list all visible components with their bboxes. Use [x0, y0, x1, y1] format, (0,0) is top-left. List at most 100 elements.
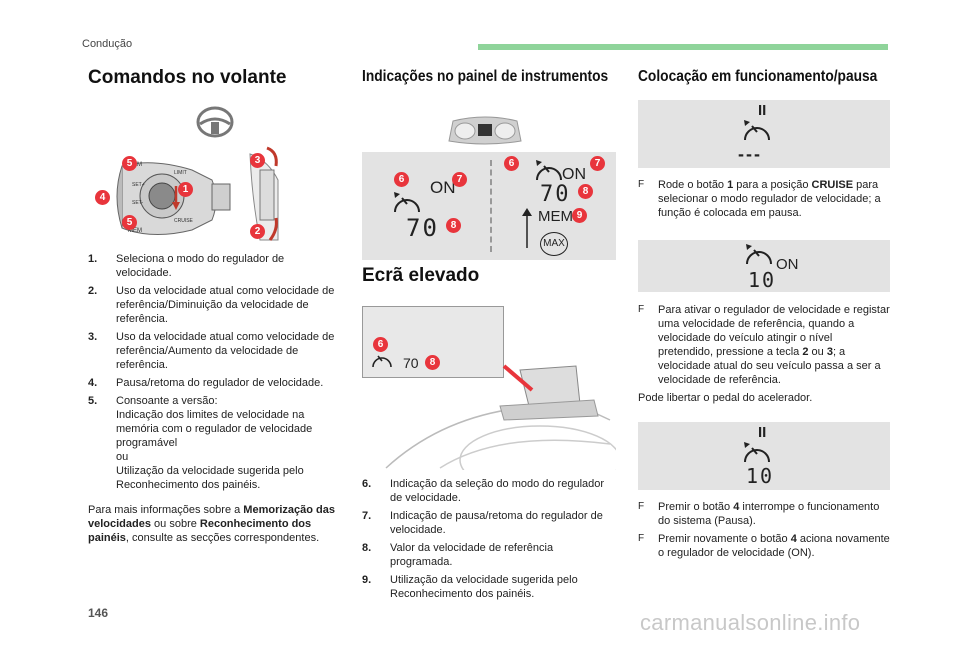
item-number: 6. [362, 478, 372, 490]
display-speed-right: 70 [540, 182, 571, 207]
display-mem: MEM [538, 208, 573, 225]
marker-5-top: 5 [122, 156, 137, 171]
list-item: 8.Valor da velocidade de referência prog… [362, 541, 612, 569]
bullet-text: para selecionar o modo regulador de velo… [658, 179, 881, 219]
bullet-mark: F [638, 533, 645, 544]
item-text: Indicação de pausa/retoma do regulador d… [390, 510, 603, 536]
bullet-bold: 1 [727, 179, 734, 191]
display-pause-symbol: II [758, 102, 767, 119]
bullet-text: Para ativar o regulador de velocidade e … [658, 304, 890, 358]
bullet-bold: 3 [826, 346, 833, 358]
bullet-mark: F [638, 501, 645, 512]
note-link-memorizacao: Memorização das velocidades [88, 504, 335, 530]
title-instrument-panel: Indicações no painel de instrumentos [362, 68, 609, 85]
display-pause-symbol: II [758, 424, 767, 441]
display-on: ON [776, 256, 799, 273]
marker-4: 4 [95, 190, 110, 205]
item-number: 9. [362, 574, 372, 586]
controls-list: 1.Seleciona o modo do regulador de veloc… [88, 252, 338, 496]
page-number: 146 [88, 606, 109, 620]
bullet-text: ; a velocidade atual do seu veículo pass… [658, 346, 881, 386]
item-line: Utilização da velocidade sugerida pelo R… [116, 465, 304, 491]
item-number: 1. [88, 253, 98, 265]
hud-dashboard-illustration [385, 364, 616, 470]
bullet-mark: F [638, 179, 645, 190]
marker-2: 2 [250, 224, 265, 239]
item-number: 7. [362, 510, 372, 522]
hud-speed: 70 [403, 355, 419, 371]
marker-6: 6 [373, 337, 388, 352]
display-speed-left: 70 [406, 214, 439, 242]
stalk-label-mem-bottom: MEM [128, 228, 142, 234]
list-item: 4.Pausa/retoma do regulador de velocidad… [88, 376, 338, 390]
cruise-speedometer-icon [744, 442, 770, 463]
item-text: Pausa/retoma do regulador de velocidade. [116, 377, 324, 389]
panel-indications-list: 6. Indicação da seleção do modo do regula… [362, 477, 612, 605]
bullet-text: ou [808, 346, 827, 358]
marker-6: 6 [504, 156, 519, 171]
list-item: 1.Seleciona o modo do regulador de veloc… [88, 252, 338, 280]
bullet-bold: 4 [733, 501, 740, 513]
bullet-bold: 2 [802, 346, 809, 358]
title-head-up-display: Ecrã elevado [362, 265, 480, 286]
marker-7: 7 [590, 156, 605, 171]
title-steering-controls: Comandos no volante [88, 67, 287, 88]
note-text: ou sobre [150, 518, 200, 530]
marker-5-bottom: 5 [122, 215, 137, 230]
stalk-label-set-minus: SET- [132, 200, 143, 206]
bullet-text: aciona novamente o regulador de velocida… [658, 533, 890, 559]
item-text: Valor da velocidade de referência progra… [390, 542, 554, 568]
list-item: 2.Uso da velocidade atual como velocidad… [88, 284, 338, 326]
stalk-label-set-plus: SET+ [132, 182, 145, 188]
status-display-paused-speed: II 10 [638, 422, 890, 490]
status-display-active: ON 10 [638, 240, 890, 292]
instruction-bullet: F Premir o botão 4 interrompe o funcionam… [638, 500, 890, 528]
sign-arrow-icon [522, 208, 532, 248]
item-line: Indicação dos limites de velocidade na m… [116, 409, 313, 449]
display-on-right: ON [562, 166, 586, 183]
item-text: Indicação da seleção do modo do regulado… [390, 478, 605, 504]
title-start-pause: Colocação em funcionamento/pausa [638, 68, 878, 85]
status-display-paused: II --- [638, 100, 890, 168]
cruise-speedometer-icon [394, 192, 420, 213]
marker-3: 3 [250, 153, 265, 168]
marker-8: 8 [446, 218, 461, 233]
item-line: Consoante a versão: [116, 395, 218, 407]
marker-8: 8 [578, 184, 593, 199]
item-number: 5. [88, 395, 98, 407]
marker-9: 9 [572, 208, 587, 223]
display-speed: 10 [748, 268, 777, 292]
see-also-note: Para mais informações sobre a Memorizaçã… [88, 503, 338, 545]
bullet-text: interrompe o funcionamento do sistema (P… [658, 501, 880, 527]
display-max-sign: MAX [540, 232, 568, 256]
cruise-speedometer-icon [746, 244, 772, 265]
list-item: 6. Indicação da seleção do modo do regula… [362, 477, 612, 505]
watermark: carmanualsonline.info [640, 610, 861, 635]
steering-wheel-icon [196, 106, 234, 138]
marker-7: 7 [452, 172, 467, 187]
cruise-speedometer-icon [744, 120, 770, 141]
note-text: Para mais informações sobre a [88, 504, 244, 516]
item-line: ou [116, 451, 129, 463]
bullet-text: Premir o botão [658, 501, 734, 513]
section-tag: Condução [82, 38, 133, 50]
cruise-speedometer-icon [372, 355, 392, 368]
item-text: Uso da velocidade atual como velocidade … [116, 285, 335, 325]
bullet-text: Rode o botão [658, 179, 728, 191]
list-item: 9.Utilização da velocidade sugerida pelo… [362, 573, 612, 601]
display-divider [490, 160, 492, 252]
note-text: , consulte as secções correspondentes. [125, 532, 320, 544]
bullet-text: Premir novamente o botão [658, 533, 791, 545]
marker-6: 6 [394, 172, 409, 187]
instrument-display-panel: ON 70 ON 70 MEM MAX 6 7 8 6 7 8 9 [362, 152, 616, 260]
marker-1: 1 [178, 182, 193, 197]
hud-display-panel: 70 6 8 [362, 306, 504, 378]
stalk-label-limit: LIMIT [174, 170, 187, 176]
accelerator-note: Pode libertar o pedal do acelerador. [638, 392, 813, 404]
item-text: Uso da velocidade atual como velocidade … [116, 331, 335, 371]
